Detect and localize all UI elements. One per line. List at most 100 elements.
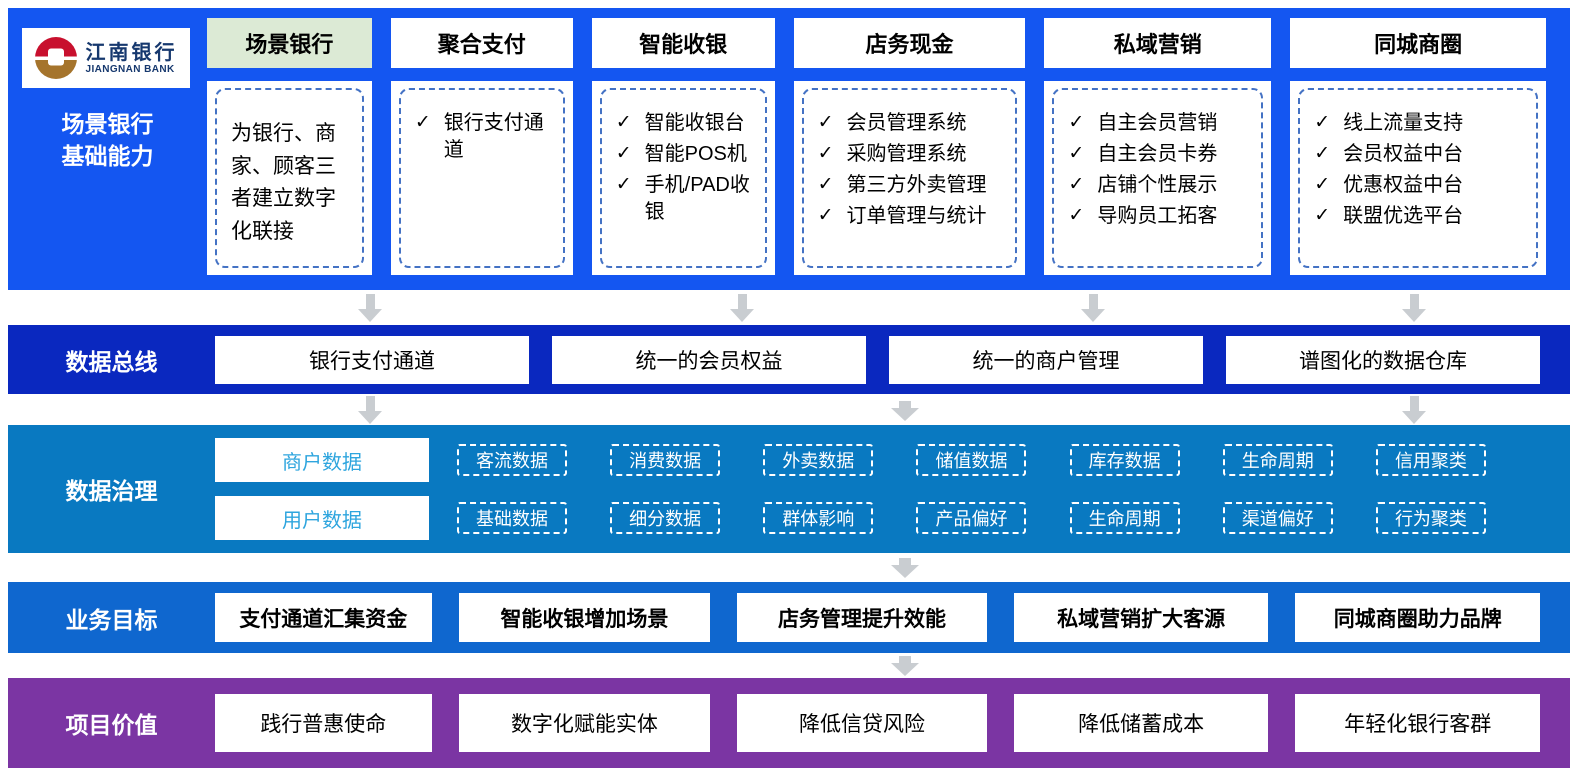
business-goal-items: 支付通道汇集资金 智能收银增加场景 店务管理提升效能 私域营销扩大客源 同城商圈… [215,593,1570,642]
check-item-label: 第三方外卖管理 [846,174,987,196]
column-panel: ✓ 自主会员营销 ✓ 自主会员卡券 ✓ 店铺个性展示 ✓ 导购员工拓客 [1044,81,1272,275]
data-tag: 渠道偏好 [1222,502,1333,534]
check-item: ✓ 第三方外卖管理 [818,172,1006,199]
column-header-store-cash: 店务现金 [793,18,1026,68]
category-user-data: 用户数据 [215,496,429,540]
check-item-label: 优惠权益中台 [1343,174,1464,196]
check-item-label: 自主会员营销 [1097,112,1218,134]
down-arrow-icon [1402,294,1426,322]
check-item-label: 智能POS机 [644,143,747,165]
data-tag: 库存数据 [1069,444,1180,476]
data-tag: 储值数据 [916,444,1027,476]
capability-section: 江南银行 JIANGNAN BANK 场景银行 基础能力 场景银行 为银行、商家… [8,8,1570,290]
bank-name-cn: 江南银行 [85,41,178,64]
check-item-label: 采购管理系统 [846,143,967,165]
check-icon: ✓ [817,174,834,195]
column-content-box: ✓ 线上流量支持 ✓ 会员权益中台 ✓ 优惠权益中台 ✓ 联盟优选平台 [1298,88,1539,268]
data-tag: 信用聚类 [1375,444,1486,476]
check-icon: ✓ [615,143,632,164]
check-icon: ✓ [817,205,834,226]
data-tag: 消费数据 [610,444,721,476]
check-item: ✓ 会员管理系统 [818,110,1006,137]
column-header-scenario-banking: 场景银行 [207,18,372,68]
project-value-items: 践行普惠使命 数字化赋能实体 降低信贷风险 降低储蓄成本 年轻化银行客群 [215,694,1570,752]
business-goal-item: 店务管理提升效能 [737,593,987,642]
check-item: ✓ 自主会员卡券 [1068,141,1251,168]
check-item: ✓ 自主会员营销 [1068,110,1251,137]
business-goal-item: 私域营销扩大客源 [1013,593,1269,642]
data-governance-section: 数据治理 商户数据 客流数据 消费数据 外卖数据 储值数据 库存数据 生命周期 … [8,425,1570,553]
merchant-data-tags: 客流数据 消费数据 外卖数据 储值数据 库存数据 生命周期 信用聚类 [457,444,1486,476]
data-tag: 生命周期 [1069,502,1180,534]
column-panel: 为银行、商家、顾客三者建立数字化联接 [207,81,372,275]
data-bus-item: 谱图化的数据仓库 [1226,335,1540,384]
down-arrow-icon [358,396,382,424]
column-panel: ✓ 智能收银台 ✓ 智能POS机 ✓ 手机/PAD收银 [591,81,775,275]
check-icon: ✓ [1314,174,1331,195]
check-item: ✓ 导购员工拓客 [1068,203,1251,230]
column-store-cash: 店务现金 ✓ 会员管理系统 ✓ 采购管理系统 ✓ 第三方外卖管理 [793,18,1026,275]
column-header-smart-cashier: 智能收银 [591,18,775,68]
scenario-banking-description: 为银行、商家、顾客三者建立数字化联接 [231,122,336,243]
check-item-label: 店铺个性展示 [1097,174,1218,196]
column-header-city-business-circle: 同城商圈 [1290,18,1547,68]
project-value-item: 降低信贷风险 [737,694,987,752]
check-item-label: 智能收银台 [644,112,745,134]
column-panel: ✓ 会员管理系统 ✓ 采购管理系统 ✓ 第三方外卖管理 ✓ 订单管理与统计 [793,81,1026,275]
business-goal-item: 支付通道汇集资金 [215,593,432,642]
down-arrow-icon [358,294,382,322]
down-arrow-icon [1402,396,1426,424]
data-bus-item: 统一的商户管理 [889,335,1203,384]
project-value-item: 数字化赋能实体 [458,694,711,752]
check-item: ✓ 智能收银台 [616,110,755,137]
data-tag: 产品偏好 [916,502,1027,534]
user-data-row: 用户数据 基础数据 细分数据 群体影响 产品偏好 生命周期 渠道偏好 行为聚类 [215,496,1486,540]
data-tag: 行为聚类 [1375,502,1486,534]
check-item: ✓ 智能POS机 [616,141,755,168]
business-goal-item: 智能收银增加场景 [458,593,711,642]
check-item-label: 手机/PAD收银 [644,174,750,223]
data-bus-section: 数据总线 银行支付通道 统一的会员权益 统一的商户管理 谱图化的数据仓库 [8,325,1570,394]
check-item: ✓ 线上流量支持 [1314,110,1526,137]
check-icon: ✓ [1068,205,1085,226]
project-values-label: 项目价值 [65,712,158,738]
check-item-label: 订单管理与统计 [846,205,987,227]
merchant-data-row: 商户数据 客流数据 消费数据 外卖数据 储值数据 库存数据 生命周期 信用聚类 [215,438,1486,482]
data-governance-label: 数据治理 [65,478,158,504]
column-panel: ✓ 银行支付通道 [390,81,573,275]
check-icon: ✓ [1314,205,1331,226]
check-item: ✓ 优惠权益中台 [1314,172,1526,199]
column-smart-cashier: 智能收银 ✓ 智能收银台 ✓ 智能POS机 ✓ 手机/PAD收银 [591,18,775,275]
check-icon: ✓ [615,174,632,195]
check-item-label: 导购员工拓客 [1097,205,1218,227]
check-item-label: 银行支付通道 [443,112,544,161]
check-item: ✓ 订单管理与统计 [818,203,1006,230]
project-value-item: 践行普惠使命 [215,694,432,752]
capability-side-label-line1: 场景银行 [61,111,154,137]
column-header-private-marketing: 私域营销 [1044,18,1272,68]
data-bus-item: 统一的会员权益 [552,335,866,384]
project-value-item: 降低储蓄成本 [1013,694,1269,752]
data-bus-items: 银行支付通道 统一的会员权益 统一的商户管理 谱图化的数据仓库 [215,335,1570,384]
data-tag: 外卖数据 [763,444,874,476]
down-arrow-icon [891,656,919,676]
check-icon: ✓ [1314,143,1331,164]
data-bus-item: 银行支付通道 [215,335,529,384]
project-values-section: 项目价值 践行普惠使命 数字化赋能实体 降低信贷风险 降低储蓄成本 年轻化银行客… [8,678,1570,768]
column-panel: ✓ 线上流量支持 ✓ 会员权益中台 ✓ 优惠权益中台 ✓ 联盟优选平台 [1290,81,1547,275]
check-item: ✓ 手机/PAD收银 [616,172,755,226]
check-item-label: 线上流量支持 [1343,112,1464,134]
column-content-box: ✓ 银行支付通道 [398,88,565,268]
down-arrow-icon [891,558,919,578]
data-governance-grid: 商户数据 客流数据 消费数据 外卖数据 储值数据 库存数据 生命周期 信用聚类 … [215,438,1570,540]
check-icon: ✓ [817,112,834,133]
capability-columns: 场景银行 为银行、商家、顾客三者建立数字化联接 聚合支付 ✓ 银行支付通道 智能… [207,18,1547,275]
business-goals-label: 业务目标 [65,606,158,633]
column-content-box: ✓ 自主会员营销 ✓ 自主会员卡券 ✓ 店铺个性展示 ✓ 导购员工拓客 [1052,88,1264,268]
user-data-tags: 基础数据 细分数据 群体影响 产品偏好 生命周期 渠道偏好 行为聚类 [457,502,1486,534]
check-item-label: 会员权益中台 [1343,143,1464,165]
check-item: ✓ 店铺个性展示 [1068,172,1251,199]
data-tag: 群体影响 [763,502,874,534]
column-content-box: ✓ 会员管理系统 ✓ 采购管理系统 ✓ 第三方外卖管理 ✓ 订单管理与统计 [801,88,1018,268]
data-bus-label: 数据总线 [65,348,158,375]
